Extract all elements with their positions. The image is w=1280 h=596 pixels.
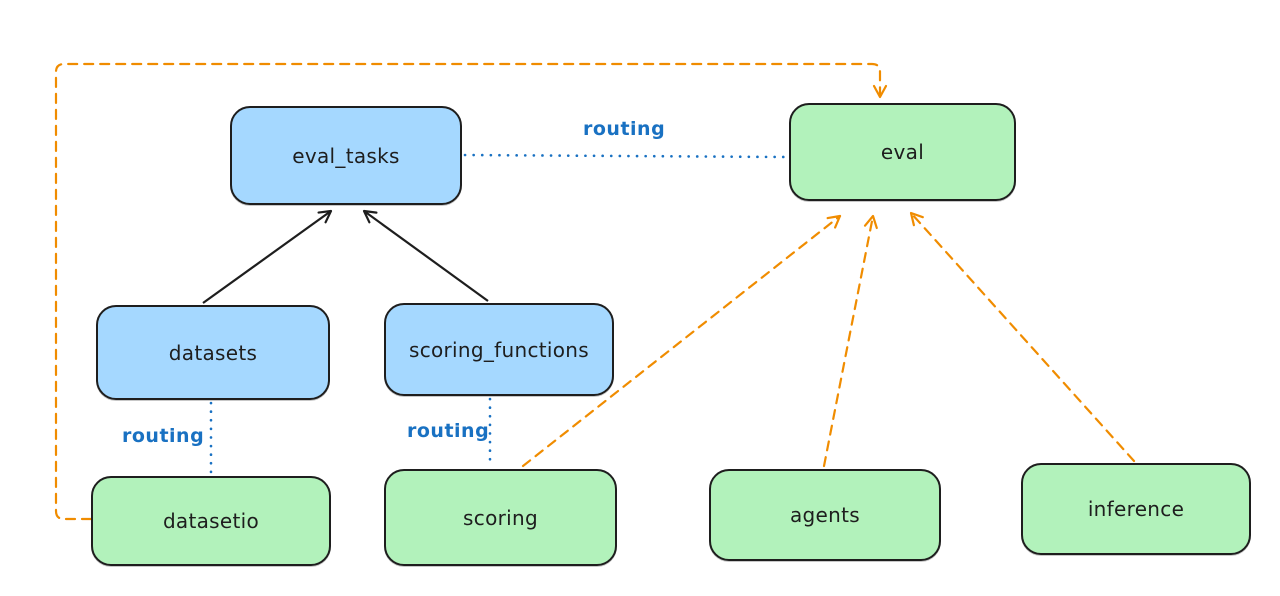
node-scoring-label: scoring [463, 505, 538, 530]
edge-label-routing-scoring-functions-scoring: routing [407, 420, 490, 442]
node-datasets-label: datasets [168, 340, 258, 365]
node-datasets: datasets [96, 305, 330, 400]
edge-agents-to-eval [822, 214, 878, 468]
edge-label-routing-eval-tasks-eval: routing [583, 118, 666, 140]
node-scoring: scoring [384, 469, 617, 566]
edge-datasets-to-eval_tasks [202, 209, 333, 304]
edge-inference-to-eval [909, 211, 1136, 463]
node-inference: inference [1021, 463, 1251, 555]
node-agents-label: agents [790, 503, 860, 527]
node-eval: eval [789, 103, 1016, 201]
node-datasetio: datasetio [91, 476, 331, 566]
node-scoring-functions-label: scoring_functions [408, 337, 590, 362]
node-eval-label: eval [880, 140, 925, 164]
node-scoring-functions: scoring_functions [384, 303, 614, 396]
node-agents: agents [709, 469, 941, 561]
edge-scoring_functions-to-eval_tasks [362, 209, 489, 302]
node-inference-label: inference [1087, 497, 1185, 521]
edge-label-routing-datasets-datasetio: routing [122, 425, 205, 447]
node-eval-tasks: eval_tasks [230, 106, 462, 205]
node-eval-tasks-label: eval_tasks [292, 143, 400, 168]
edge-datasetio-to-eval [54, 62, 888, 521]
node-datasetio-label: datasetio [162, 509, 260, 533]
edge-eval_tasks-to-eval [463, 153, 788, 159]
